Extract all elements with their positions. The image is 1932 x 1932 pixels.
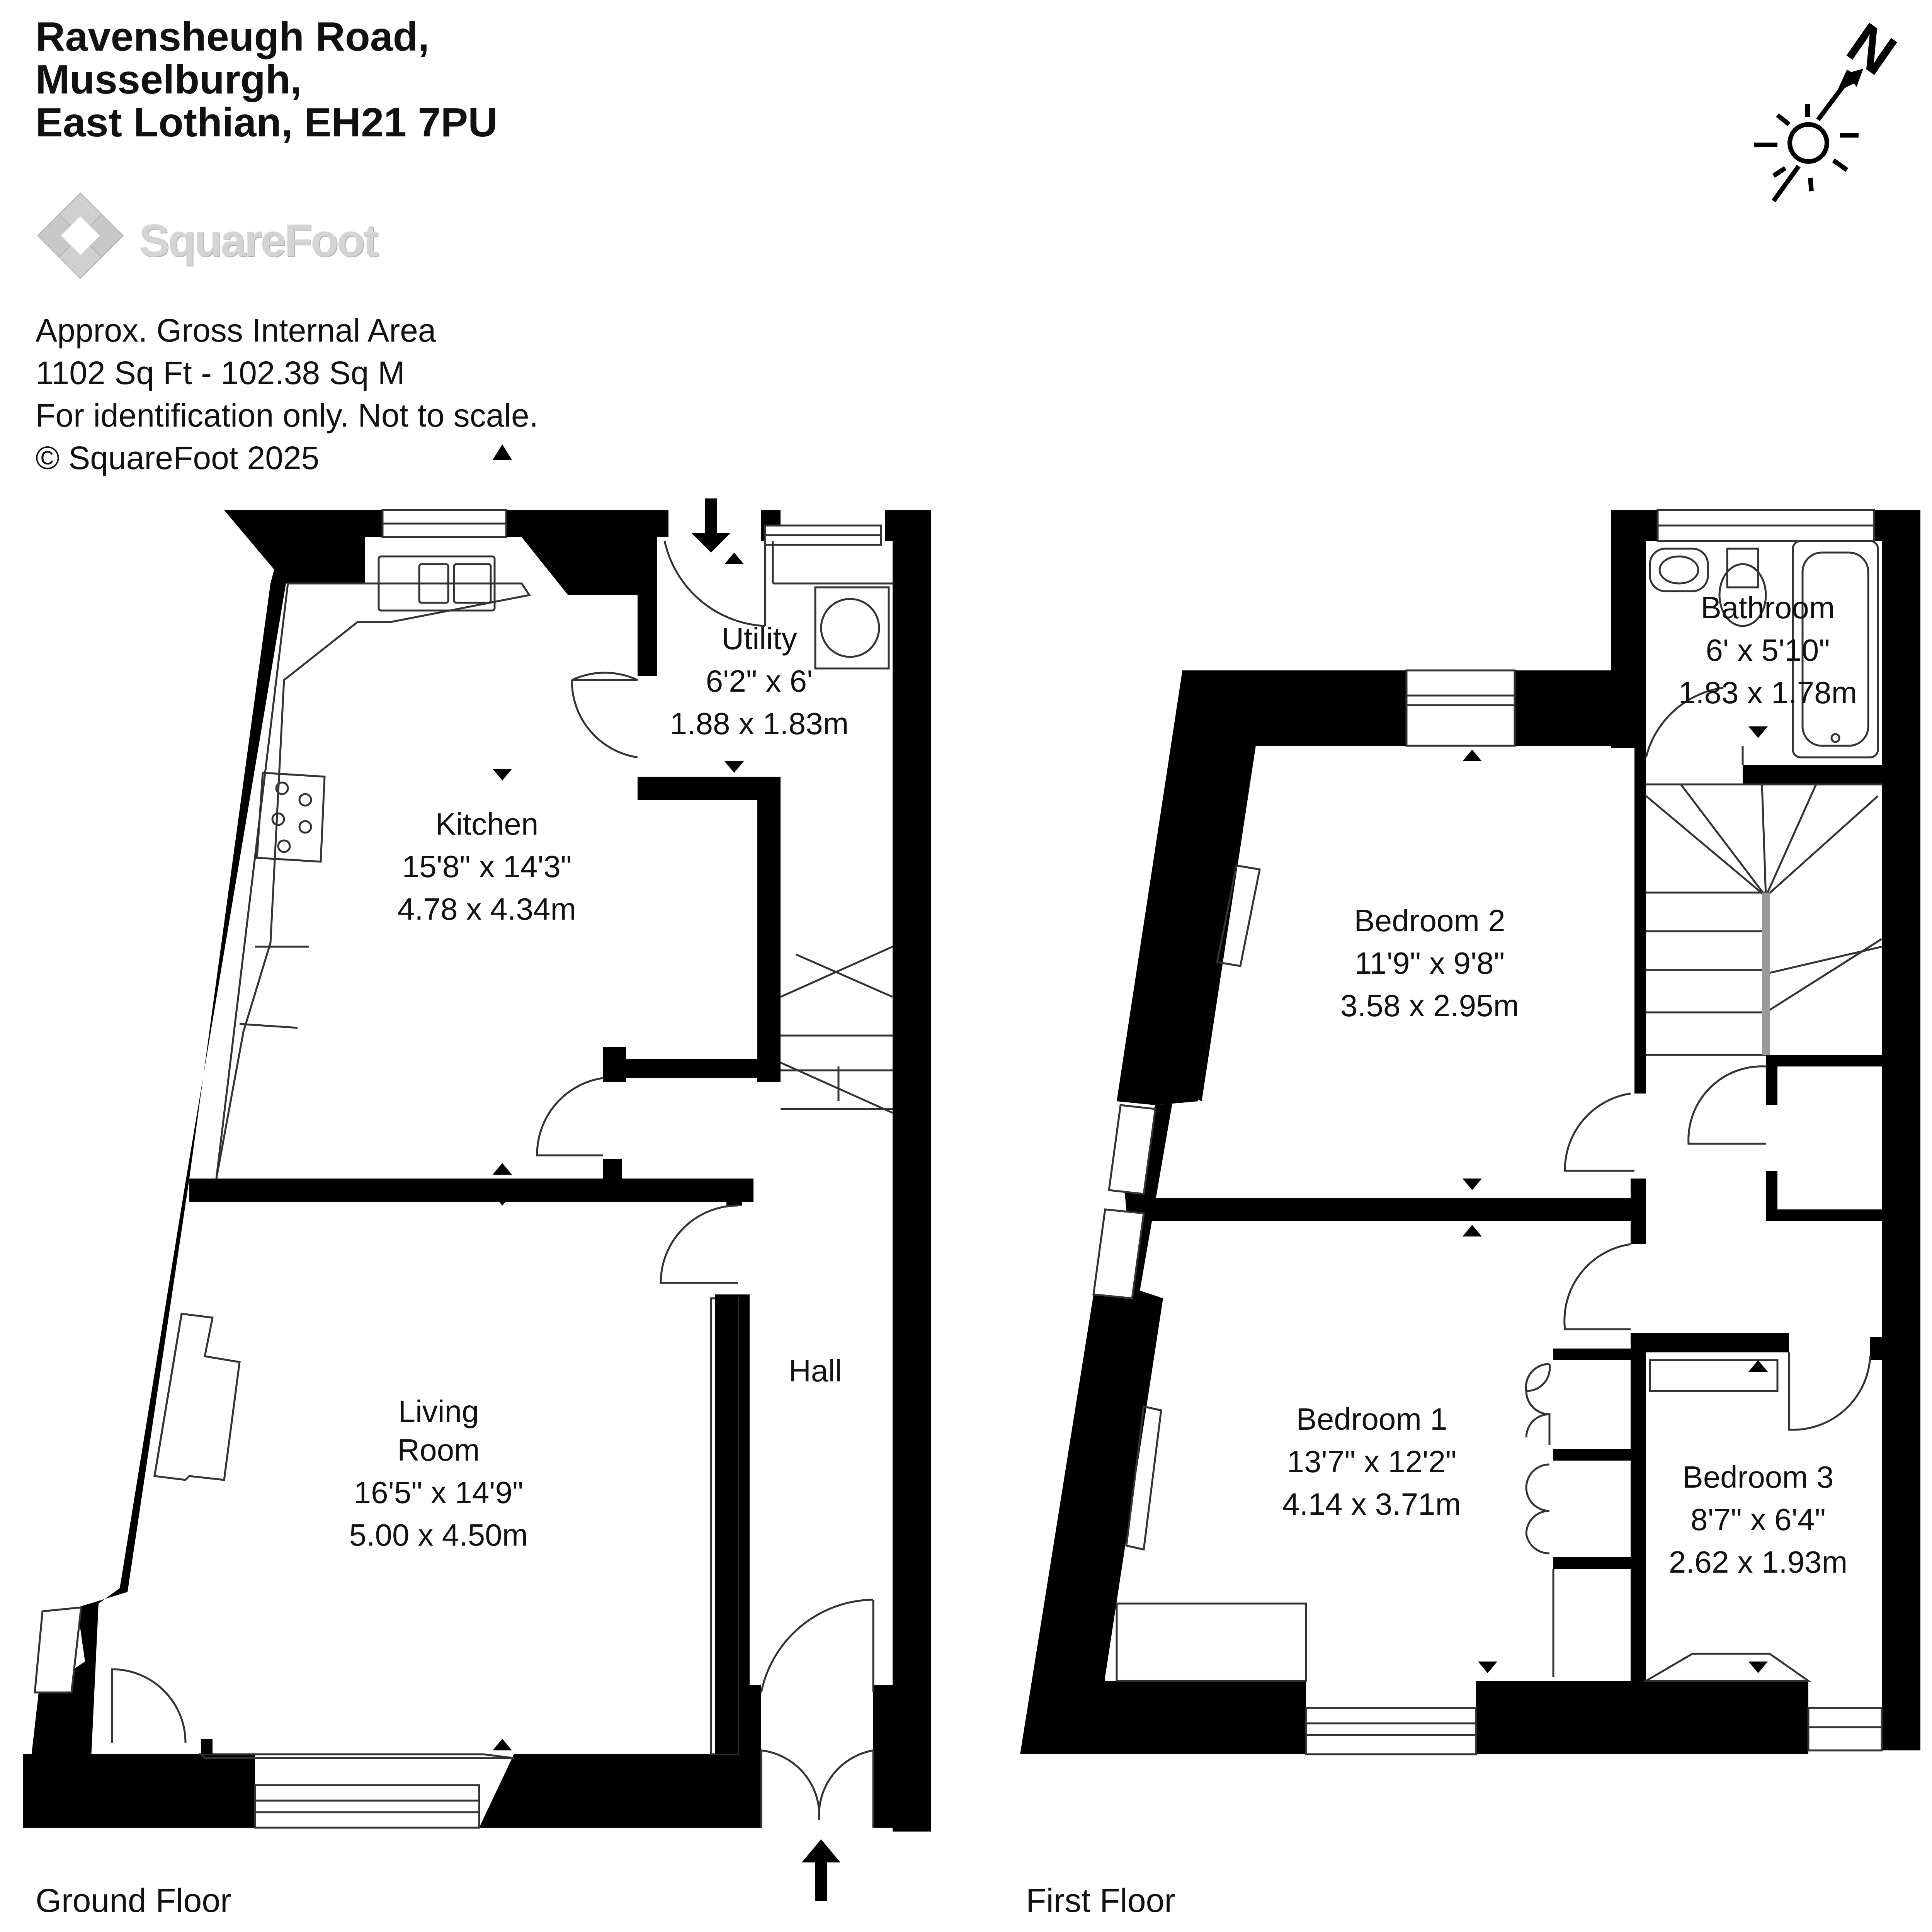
dimension-markers bbox=[493, 444, 1768, 1750]
utility-metric: 1.88 x 1.83m bbox=[670, 706, 849, 741]
bedroom3-imperial: 8'7" x 6'4" bbox=[1690, 1502, 1826, 1537]
address-block: Ravensheugh Road, Musselburgh, East Loth… bbox=[36, 15, 498, 144]
kitchen-imperial: 15'8" x 14'3" bbox=[402, 849, 572, 884]
area-info: Approx. Gross Internal Area 1102 Sq Ft -… bbox=[36, 309, 538, 479]
living-name-2: Room bbox=[397, 1433, 480, 1467]
bathroom-metric: 1.83 x 1.78m bbox=[1679, 675, 1857, 710]
utility-imperial: 6'2" x 6' bbox=[706, 664, 813, 698]
kitchen-name: Kitchen bbox=[435, 807, 539, 841]
living-imperial: 16'5" x 14'9" bbox=[354, 1475, 524, 1510]
bathroom-imperial: 6' x 5'10" bbox=[1706, 633, 1830, 667]
info-line-2: 1102 Sq Ft - 102.38 Sq M bbox=[36, 355, 405, 391]
info-line-4: © SquareFoot 2025 bbox=[36, 440, 320, 476]
bedroom2-imperial: 11'9" x 9'8" bbox=[1355, 946, 1505, 980]
address-line-1: Ravensheugh Road, bbox=[36, 14, 429, 60]
address-line-2: Musselburgh, bbox=[36, 57, 302, 102]
hall-name: Hall bbox=[789, 1354, 842, 1388]
first-floor-label: First Floor bbox=[1026, 1882, 1175, 1919]
first-floor-plan bbox=[1020, 509, 1920, 1755]
info-line-1: Approx. Gross Internal Area bbox=[36, 312, 436, 349]
bedroom1-name: Bedroom 1 bbox=[1296, 1402, 1447, 1436]
bedroom2-metric: 3.58 x 2.95m bbox=[1340, 988, 1519, 1023]
north-arrow-sun-icon bbox=[1754, 69, 1863, 202]
bedroom3-metric: 2.62 x 1.93m bbox=[1669, 1545, 1848, 1579]
ground-floor-plan bbox=[23, 498, 931, 1901]
brand-name: SquareFoot bbox=[139, 215, 379, 266]
info-line-3: For identification only. Not to scale. bbox=[36, 397, 539, 434]
bedroom2-name: Bedroom 2 bbox=[1354, 903, 1505, 938]
kitchen-metric: 4.78 x 4.34m bbox=[398, 892, 577, 926]
living-name-1: Living bbox=[398, 1394, 479, 1429]
ground-floor-label: Ground Floor bbox=[36, 1882, 231, 1919]
bedroom1-metric: 4.14 x 3.71m bbox=[1282, 1487, 1461, 1521]
bathroom-name: Bathroom bbox=[1701, 590, 1835, 625]
squarefoot-logo-icon bbox=[37, 192, 124, 279]
address-line-3: East Lothian, EH21 7PU bbox=[36, 100, 498, 145]
utility-name: Utility bbox=[721, 621, 797, 656]
bedroom3-name: Bedroom 3 bbox=[1682, 1460, 1833, 1494]
living-metric: 5.00 x 4.50m bbox=[349, 1518, 528, 1552]
room-labels: Kitchen 15'8" x 14'3" 4.78 x 4.34m Utili… bbox=[349, 590, 1857, 1579]
bedroom1-imperial: 13'7" x 12'2" bbox=[1287, 1444, 1457, 1479]
